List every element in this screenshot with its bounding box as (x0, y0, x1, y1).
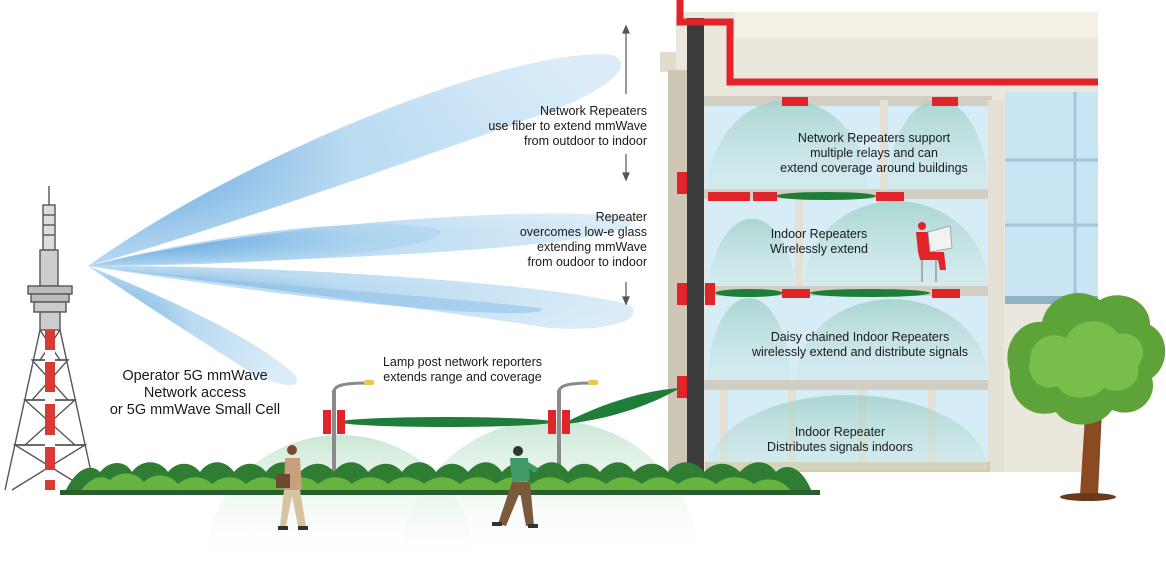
repeaters (677, 97, 960, 398)
repeater (323, 410, 331, 434)
repeater (708, 192, 750, 201)
beam-upper (88, 54, 622, 266)
roof-band (735, 12, 1098, 38)
repeater (562, 410, 570, 434)
indoor-links (715, 192, 930, 297)
person-reading (916, 222, 953, 282)
hedge-highlight (80, 473, 792, 492)
link-lamp2-building (566, 388, 680, 424)
tree (1007, 293, 1166, 501)
tree-canopy-light (1029, 321, 1144, 398)
link-lamp1-lamp2 (340, 417, 552, 427)
beam-inner-lower (88, 266, 542, 314)
indoor-link-f3 (776, 192, 876, 200)
lamp-post-1 (323, 380, 374, 485)
wall-repeater (677, 172, 687, 194)
repeater (548, 410, 556, 434)
repeater (337, 410, 345, 434)
label-lamp-post: Lamp post network reporters extends rang… (382, 355, 543, 384)
repeater (932, 97, 958, 106)
indoor-link-f2b (810, 289, 930, 297)
wall-repeater (677, 376, 687, 398)
arrow-down-head-2 (622, 296, 630, 306)
coverage-dome-f2b (796, 299, 988, 380)
label-network-repeaters-fiber: Network Repeaters use fiber to extend mm… (488, 104, 647, 148)
lamp-post-2 (548, 380, 598, 485)
side-window-sill (1005, 296, 1098, 304)
fiber-conduit (687, 18, 704, 472)
indoor-link-f2a (715, 289, 783, 297)
coverage-dome-f4a (708, 100, 868, 190)
arrow-down-head (622, 172, 630, 182)
floor-slab-1 (700, 380, 992, 390)
coverage-dome-f2a (708, 298, 790, 380)
coverage-dome-f4b (888, 100, 988, 190)
beam-down (88, 266, 297, 386)
repeater (876, 192, 904, 201)
label-operator-5g: Operator 5G mmWave Network access or 5G … (109, 368, 281, 418)
coverage-dome-f3a (708, 218, 796, 286)
repeater (753, 192, 777, 201)
cell-tower (4, 186, 96, 491)
arrows (622, 24, 630, 306)
label-indoor-wirelessly: Indoor Repeaters Wirelessly extend (770, 227, 868, 256)
label-repeater-low-e: Repeater overcomes low-e glass extending… (519, 210, 647, 269)
mmwave-beams (88, 54, 634, 386)
repeater (782, 97, 808, 106)
side-window (1005, 92, 1098, 302)
label-daisy-chained: Daisy chained Indoor Repeaters wirelessl… (751, 330, 969, 359)
person-walking-right (492, 446, 538, 528)
floor-slab-4 (700, 96, 992, 106)
label-indoor-distributes: Indoor Repeater Distributes signals indo… (767, 425, 913, 454)
arrow-up-head (622, 24, 630, 34)
hedge (60, 462, 820, 495)
left-pillar (668, 70, 688, 472)
coverage-dome-f1 (708, 395, 988, 470)
person-walking-left (276, 445, 308, 530)
wall-repeater (677, 283, 687, 305)
repeater (782, 289, 810, 298)
label-network-repeaters-support: Network Repeaters support multiple relay… (780, 131, 968, 175)
ground-line (60, 490, 820, 495)
beam-middle (88, 213, 633, 266)
outdoor-links (340, 388, 680, 427)
repeater (932, 289, 960, 298)
fiber-line (676, 0, 1098, 86)
tower-red-stripe (45, 330, 55, 490)
indoor-coverage (708, 100, 988, 470)
repeater (705, 283, 715, 305)
